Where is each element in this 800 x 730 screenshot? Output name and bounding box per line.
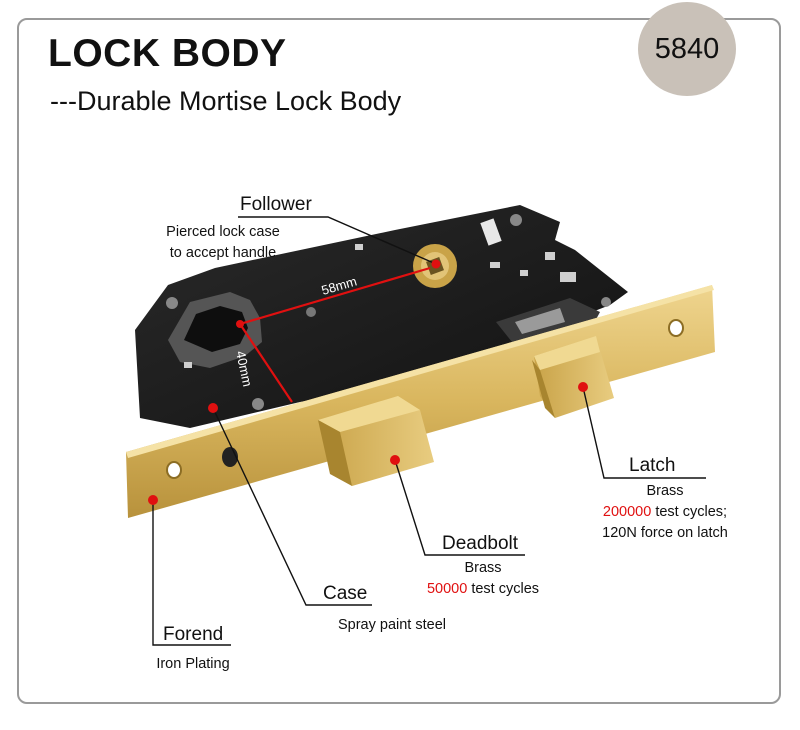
follower-leader bbox=[238, 216, 437, 265]
deadbolt-cycles: 50000 test cycles bbox=[413, 579, 553, 600]
forend-plate bbox=[126, 285, 715, 518]
case-material: Spray paint steel bbox=[337, 617, 446, 633]
latch-force: 120N force on latch bbox=[602, 525, 728, 541]
latch-material: Brass bbox=[646, 483, 684, 499]
follower-desc-line2: to accept handle bbox=[169, 245, 277, 261]
dimension-40mm-label: 40mm bbox=[233, 350, 255, 388]
page-title: LOCK BODY bbox=[48, 32, 287, 75]
lock-case-body bbox=[135, 205, 628, 428]
deadbolt-leader bbox=[394, 459, 525, 556]
deadbolt-cycles-value: 50000 bbox=[426, 581, 468, 597]
case-label: Case bbox=[323, 583, 368, 604]
deadbolt-material: Brass bbox=[464, 560, 502, 576]
deadbolt-label: Deadbolt bbox=[442, 533, 519, 554]
model-number-badge: 5840 bbox=[638, 2, 736, 96]
latch-label: Latch bbox=[629, 455, 676, 476]
deadbolt-description: Brass 50000 test cycles bbox=[413, 558, 553, 600]
forend-leader bbox=[152, 500, 231, 646]
latch-cycles-text: test cycles; bbox=[651, 504, 728, 520]
case-leader bbox=[212, 407, 372, 606]
follower-desc-line1: Pierced lock case bbox=[166, 224, 280, 240]
follower-label: Follower bbox=[240, 194, 312, 215]
forend-label: Forend bbox=[163, 624, 224, 645]
follower-marker-dot bbox=[431, 259, 441, 269]
latch-marker-dot bbox=[578, 382, 588, 392]
latch-cycles-value: 200000 bbox=[602, 504, 652, 520]
page-subtitle: ---Durable Mortise Lock Body bbox=[50, 86, 402, 116]
latch-leader bbox=[582, 386, 706, 479]
latch-description: Brass 200000 test cycles; 120N force on … bbox=[585, 481, 745, 544]
dimension-58mm-line bbox=[239, 266, 431, 326]
forend-marker-dot bbox=[148, 495, 158, 505]
forend-material: Iron Plating bbox=[156, 656, 230, 672]
latch-cycles: 200000 test cycles; bbox=[585, 502, 745, 523]
follower-description: Pierced lock case to accept handle bbox=[153, 222, 293, 264]
dimension-40mm-line bbox=[239, 323, 293, 403]
case-marker-dot bbox=[208, 403, 218, 413]
deadbolt-cycles-text: test cycles bbox=[467, 581, 540, 597]
deadbolt-marker-dot bbox=[390, 455, 400, 465]
